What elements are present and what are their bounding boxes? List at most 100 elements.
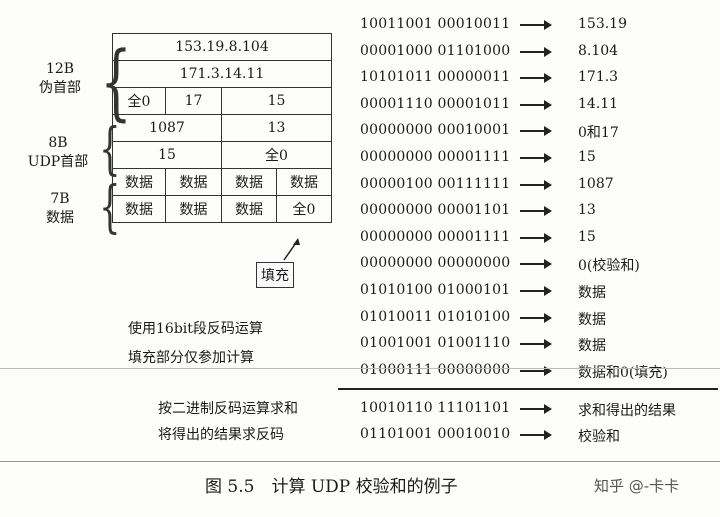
fill-pointer-arrow xyxy=(283,238,300,261)
row-result: 1087 xyxy=(578,175,614,192)
udp-header-label: 8B UDP首部 xyxy=(22,134,94,172)
checksum-row: 01101001 00010010 校验和 xyxy=(360,422,720,448)
data-cell: 数据 xyxy=(221,195,277,223)
calc-row: 01000111 00000000 数据和0(填充) xyxy=(360,358,720,384)
row-result: 15 xyxy=(578,149,596,165)
checksum-result: 校验和 xyxy=(578,429,620,445)
arrow-icon xyxy=(520,430,552,440)
calc-row: 00001110 00001011 14.11 xyxy=(360,92,720,118)
row-result: 0(校验和) xyxy=(578,258,640,275)
sum-bits: 10010110 11101101 xyxy=(360,400,511,416)
row-result: 14.11 xyxy=(578,95,619,112)
sum-result: 求和得出的结果 xyxy=(578,403,676,419)
checksum-cell: 全0 xyxy=(221,141,332,169)
sum-row: 10010110 11101101 求和得出的结果 xyxy=(360,396,720,422)
arrow-icon xyxy=(520,339,552,350)
arrow-icon xyxy=(520,259,552,270)
arrow-icon xyxy=(520,404,552,414)
data-cell: 数据 xyxy=(112,168,166,196)
separator-line xyxy=(338,388,718,390)
row-bits: 00000100 00111111 xyxy=(360,175,511,192)
arrow-icon xyxy=(520,179,552,190)
pseudo-name: 伪首部 xyxy=(39,80,81,96)
row-result: 0和17 xyxy=(578,125,619,142)
row-bits: 00001110 00001011 xyxy=(360,95,511,112)
watermark: 知乎 @-卡卡 xyxy=(594,477,680,495)
udp-name: UDP首部 xyxy=(27,154,89,170)
calc-row: 00000000 00000000 0(校验和) xyxy=(360,251,720,277)
table-row: 1087 13 xyxy=(112,114,332,142)
row-bits: 00000000 00010001 xyxy=(360,122,511,139)
calc-row: 01001001 01001110 数据 xyxy=(360,331,720,357)
note-complement: 将得出的结果求反码 xyxy=(158,427,284,443)
table-row: 数据 数据 数据 全0 xyxy=(112,195,332,223)
udp-size: 8B xyxy=(48,135,68,151)
dst-port-cell: 13 xyxy=(221,114,332,142)
arrow-icon xyxy=(520,365,552,376)
row-bits: 01001001 01001110 xyxy=(360,335,511,352)
row-bits: 01010100 01000101 xyxy=(360,282,511,298)
ip-dst-cell: 171.3.14.11 xyxy=(112,60,332,88)
row-bits: 01010011 01010100 xyxy=(360,308,511,325)
arrow-icon xyxy=(520,20,552,30)
row-bits: 10101011 00000011 xyxy=(360,69,511,86)
row-bits: 10011001 00010011 xyxy=(360,16,511,32)
table-row: 153.19.8.104 xyxy=(112,33,332,61)
calc-row: 00000000 00001111 15 xyxy=(360,145,720,171)
data-cell: 数据 xyxy=(112,195,166,223)
padding-cell: 全0 xyxy=(276,195,332,223)
table-row: 15 全0 xyxy=(112,141,332,169)
arrow-icon xyxy=(520,206,552,217)
data-label: 7B 数据 xyxy=(30,190,90,228)
row-result: 数据 xyxy=(578,311,606,328)
udp-length-pseudo-cell: 15 xyxy=(221,87,332,115)
arrow-icon xyxy=(520,312,552,323)
row-bits: 00000000 00001111 xyxy=(360,149,511,165)
row-bits: 00000000 00000000 xyxy=(360,255,511,272)
figure-caption: 图 5.5 计算 UDP 校验和的例子 xyxy=(205,477,458,497)
arrow-icon xyxy=(520,153,552,163)
row-result: 数据 xyxy=(578,285,606,301)
bottom-rule xyxy=(0,461,720,462)
pseudo-header-label: 12B 伪首部 xyxy=(30,60,90,98)
row-result: 数据 xyxy=(578,338,606,355)
separator-thin xyxy=(0,368,720,369)
calc-row: 01010100 01000101 数据 xyxy=(360,278,720,304)
calc-row: 01010011 01010100 数据 xyxy=(360,305,720,331)
data-cell: 数据 xyxy=(165,195,222,223)
calc-row: 10011001 00010011 153.19 xyxy=(360,12,720,38)
arrow-icon xyxy=(520,232,552,243)
row-bits: 00000000 00001101 xyxy=(360,202,511,219)
calc-row: 00001000 01101000 8.104 xyxy=(360,39,720,65)
table-row: 171.3.14.11 xyxy=(112,60,332,88)
checksum-bits: 01101001 00010010 xyxy=(360,426,511,442)
arrow-icon xyxy=(520,73,552,84)
note-16bit: 使用16bit段反码运算 xyxy=(128,321,263,337)
data-name: 数据 xyxy=(46,210,74,226)
row-result: 171.3 xyxy=(578,69,619,86)
table-row: 全0 17 15 xyxy=(112,87,332,115)
calc-row: 00000100 00111111 1087 xyxy=(360,172,720,198)
pseudo-size: 12B xyxy=(45,61,75,77)
ip-src-cell: 153.19.8.104 xyxy=(112,33,332,61)
note-padding: 填充部分仅参加计算 xyxy=(128,350,254,366)
arrow-icon xyxy=(520,99,552,110)
row-result: 数据和0(填充) xyxy=(578,364,668,381)
calc-row: 00000000 00010001 0和17 xyxy=(360,118,720,144)
row-result: 13 xyxy=(578,202,596,219)
data-size: 7B xyxy=(50,191,70,207)
calc-row: 10101011 00000011 171.3 xyxy=(360,65,720,91)
row-result: 8.104 xyxy=(578,42,619,59)
row-bits: 01000111 00000000 xyxy=(360,361,511,378)
src-port-cell: 1087 xyxy=(112,114,222,142)
row-bits: 00001000 01101000 xyxy=(360,42,511,59)
row-result: 153.19 xyxy=(578,16,627,32)
row-result: 15 xyxy=(578,228,596,245)
protocol-cell: 17 xyxy=(165,87,222,115)
data-cell: 数据 xyxy=(165,168,222,196)
note-sum: 按二进制反码运算求和 xyxy=(158,401,298,417)
table-row: 数据 数据 数据 数据 xyxy=(112,168,332,196)
zero-cell: 全0 xyxy=(112,87,166,115)
calc-row: 00000000 00001101 13 xyxy=(360,198,720,224)
